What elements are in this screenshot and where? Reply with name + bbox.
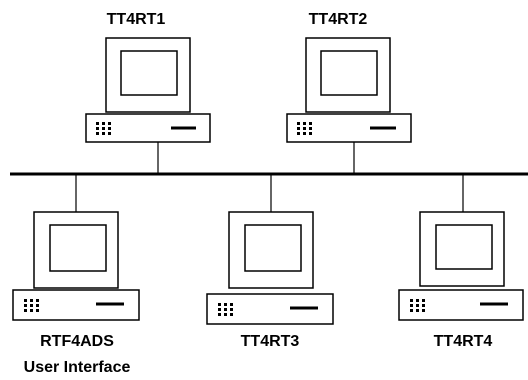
node-label: TT4RT3 (241, 333, 300, 350)
monitor-icon (105, 37, 191, 113)
node-label: TT4RT2 (309, 11, 368, 28)
workstation-tt4rt4: TT4RT4 (398, 174, 524, 350)
workstation-tt4rt3: TT4RT3 (206, 174, 334, 350)
workstation-tt4rt1: TT4RT1 (85, 11, 211, 174)
monitor-icon (33, 211, 119, 289)
server-box-icon (286, 113, 412, 143)
workstation-tt4rt2: TT4RT2 (286, 11, 412, 174)
node-label: TT4RT4 (434, 333, 493, 350)
node-label: RTF4ADS (40, 333, 114, 350)
server-box-icon (398, 289, 524, 321)
monitor-icon (419, 211, 505, 287)
monitor-icon (305, 37, 391, 113)
node-label: TT4RT1 (107, 11, 166, 28)
server-box-icon (85, 113, 211, 143)
workstation-rtf4ads: RTF4ADS User Interface (12, 174, 140, 376)
server-box-icon (12, 289, 140, 321)
server-box-icon (206, 293, 334, 325)
node-label-subtitle: User Interface (24, 359, 131, 376)
monitor-icon (228, 211, 314, 289)
